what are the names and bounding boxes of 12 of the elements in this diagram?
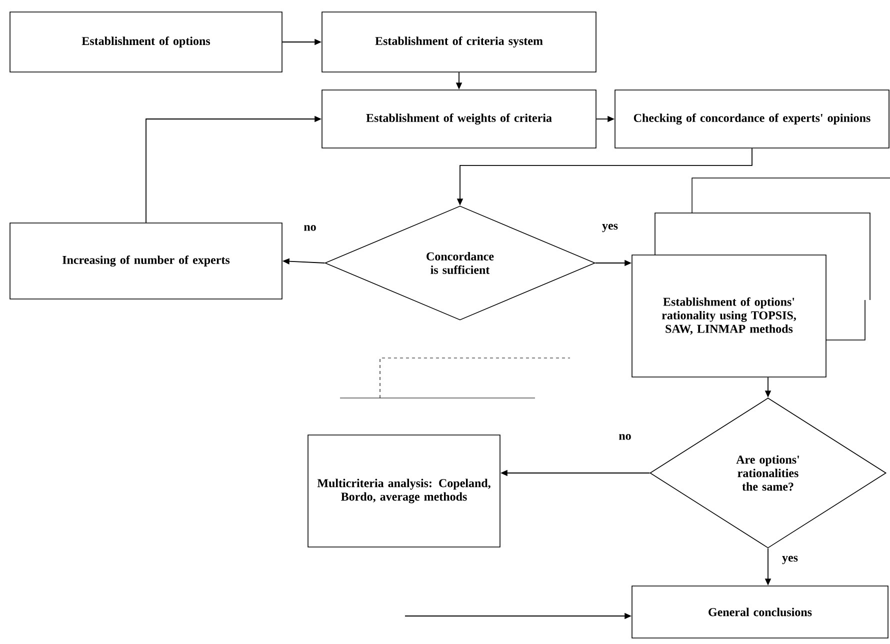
edge-label: yes <box>781 554 799 566</box>
process-box: Increasing of number of experts <box>10 222 282 300</box>
edge-label: no <box>618 433 632 441</box>
process-box: Establishment of criteria system <box>322 12 596 72</box>
edge-label: no <box>302 224 318 232</box>
process-box: Checking of concordance of experts' opinions <box>614 90 890 148</box>
process-box: Establishment of options' rationality using TOPSIS, SAW, LINMAP methods <box>632 254 826 378</box>
process-box: Establishment of options <box>10 12 282 72</box>
process-box: Establishment of weights of criteria <box>322 90 596 148</box>
process-box: General conclusions <box>632 586 888 638</box>
process-box: Multicriteria analysis: Copeland, Bordo, average methods <box>308 434 500 548</box>
edge-label: yes <box>601 222 619 234</box>
